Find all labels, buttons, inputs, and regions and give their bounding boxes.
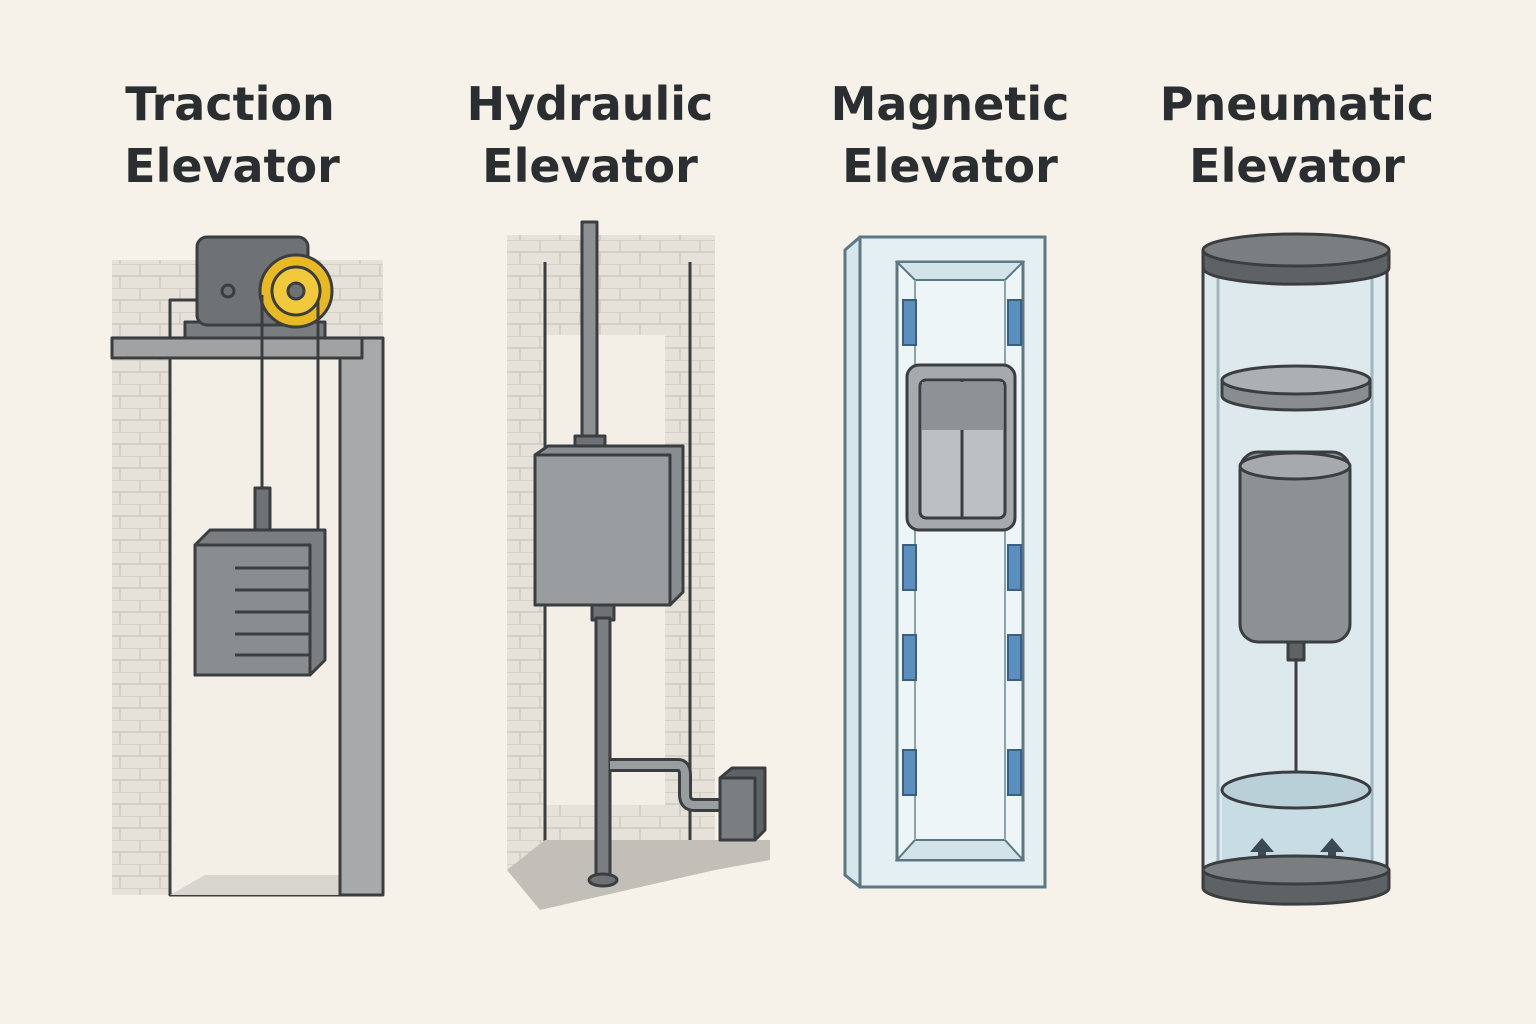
- magnetic-title-line2: Elevator: [842, 139, 1058, 193]
- hydraulic-title-line1: Hydraulic: [467, 77, 714, 131]
- counterweight: [253, 486, 272, 534]
- hydraulic-elevator-panel: Hydraulic Elevator: [467, 77, 770, 910]
- traction-title-line1: Traction: [125, 77, 334, 131]
- upper-disc: [1220, 364, 1372, 412]
- arrow-up-icon: [1250, 838, 1344, 865]
- pneumatic-elevator-panel: Pneumatic Elevator: [1160, 77, 1434, 906]
- elevator-car: [193, 528, 327, 677]
- base-cap: [1201, 854, 1391, 906]
- guide-rod: [580, 220, 599, 444]
- air-chamber: [1220, 770, 1372, 810]
- shaft-pillar: [338, 336, 385, 897]
- pneumatic-car: [1238, 450, 1352, 644]
- pit-floor: [507, 840, 770, 910]
- hydraulic-title-line2: Elevator: [482, 139, 698, 193]
- traction-elevator-panel: Traction Elevator: [110, 77, 385, 897]
- elevator-car: [533, 444, 685, 607]
- top-cap: [1201, 232, 1391, 286]
- magnet-strips: [902, 299, 1022, 796]
- traction-title-line2: Elevator: [124, 139, 340, 193]
- pump-icon: [718, 766, 767, 842]
- pulley-icon: [258, 253, 334, 329]
- pneumatic-title-line2: Elevator: [1189, 139, 1405, 193]
- hydraulic-piston: [594, 616, 612, 878]
- top-beam: [110, 336, 364, 360]
- elevator-car: [905, 363, 1017, 532]
- magnetic-title-line1: Magnetic: [831, 77, 1070, 131]
- magnetic-elevator-panel: Magnetic Elevator: [831, 77, 1070, 889]
- pneumatic-title-line1: Pneumatic: [1160, 77, 1434, 131]
